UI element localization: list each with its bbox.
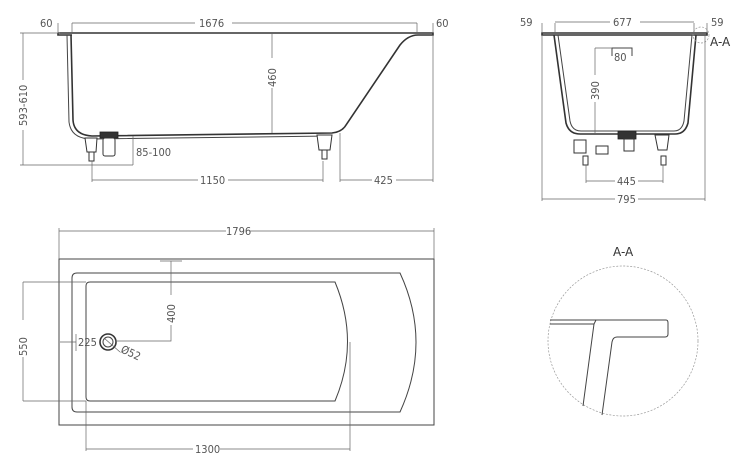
detail-rim-joint (593, 319, 597, 325)
dim-height-total: 593-610 (17, 85, 30, 126)
dim-leg-spacing: 1150 (200, 174, 225, 187)
dim-width-inner: 677 (613, 16, 632, 29)
dim-width-total: 795 (617, 193, 636, 206)
dim-length-total: 1796 (226, 225, 251, 238)
dim-drain-diameter: Ø52 (119, 343, 143, 363)
dim-end-rim-right: 59 (711, 16, 724, 29)
waste-outlet (99, 131, 119, 139)
end-leg-foot-left (582, 155, 589, 166)
side-tub-inner (66, 34, 331, 140)
section-marker-circle (692, 26, 710, 44)
end-leg-right (654, 134, 670, 151)
leg-right (316, 134, 333, 151)
end-waste-pipe (595, 145, 609, 155)
plan-inner-rim (71, 272, 417, 413)
dim-basin-length: 1300 (195, 443, 220, 456)
leg-foot-right (321, 149, 328, 160)
end-tub-inner (557, 34, 693, 132)
dim-end-leg-spacing: 445 (617, 175, 636, 188)
section-marker-label: A-A (710, 35, 731, 49)
dim-depth: 460 (266, 68, 279, 87)
dim-rim-right: 60 (436, 17, 449, 30)
drain-inner (102, 336, 114, 348)
side-rim (57, 32, 434, 36)
end-leg-left (573, 139, 587, 154)
side-view: 60 1676 60 593-610 85-100 460 1150 425 (17, 17, 449, 187)
leg-left (84, 137, 98, 153)
dim-rim-left: 60 (40, 17, 53, 30)
end-waste-outlet (617, 130, 637, 140)
dim-basin-width: 550 (17, 337, 30, 356)
plan-view: 1796 550 400 225 Ø52 1300 (17, 225, 435, 456)
dim-drain-offset-y: 400 (165, 304, 178, 323)
detail-title: A-A (613, 245, 634, 259)
end-view: A-A 80 59 677 59 390 445 795 (520, 16, 731, 206)
detail-circle (547, 265, 699, 417)
end-rim (541, 32, 708, 36)
dim-drain-offset-x: 225 (78, 336, 97, 349)
side-tub-outline (70, 34, 419, 137)
dim-waste-height: 85-100 (136, 146, 171, 159)
overflow-fitting (611, 47, 633, 56)
dim-slope-length: 425 (374, 174, 393, 187)
end-leg-foot-right (660, 155, 667, 166)
detail-section-a-a: A-A (547, 245, 699, 417)
dim-length-inner: 1676 (199, 17, 224, 30)
dim-overflow-height: 390 (589, 81, 602, 100)
leg-foot-left (88, 151, 95, 162)
drain-outer (99, 333, 117, 351)
detail-rim-profile (550, 319, 669, 416)
dim-end-rim-left: 59 (520, 16, 533, 29)
end-waste-trap (623, 138, 635, 152)
waste-trap (102, 137, 116, 157)
end-tub-outline (553, 34, 697, 135)
dim-overflow: 80 (614, 51, 627, 64)
plan-basin (85, 281, 348, 402)
